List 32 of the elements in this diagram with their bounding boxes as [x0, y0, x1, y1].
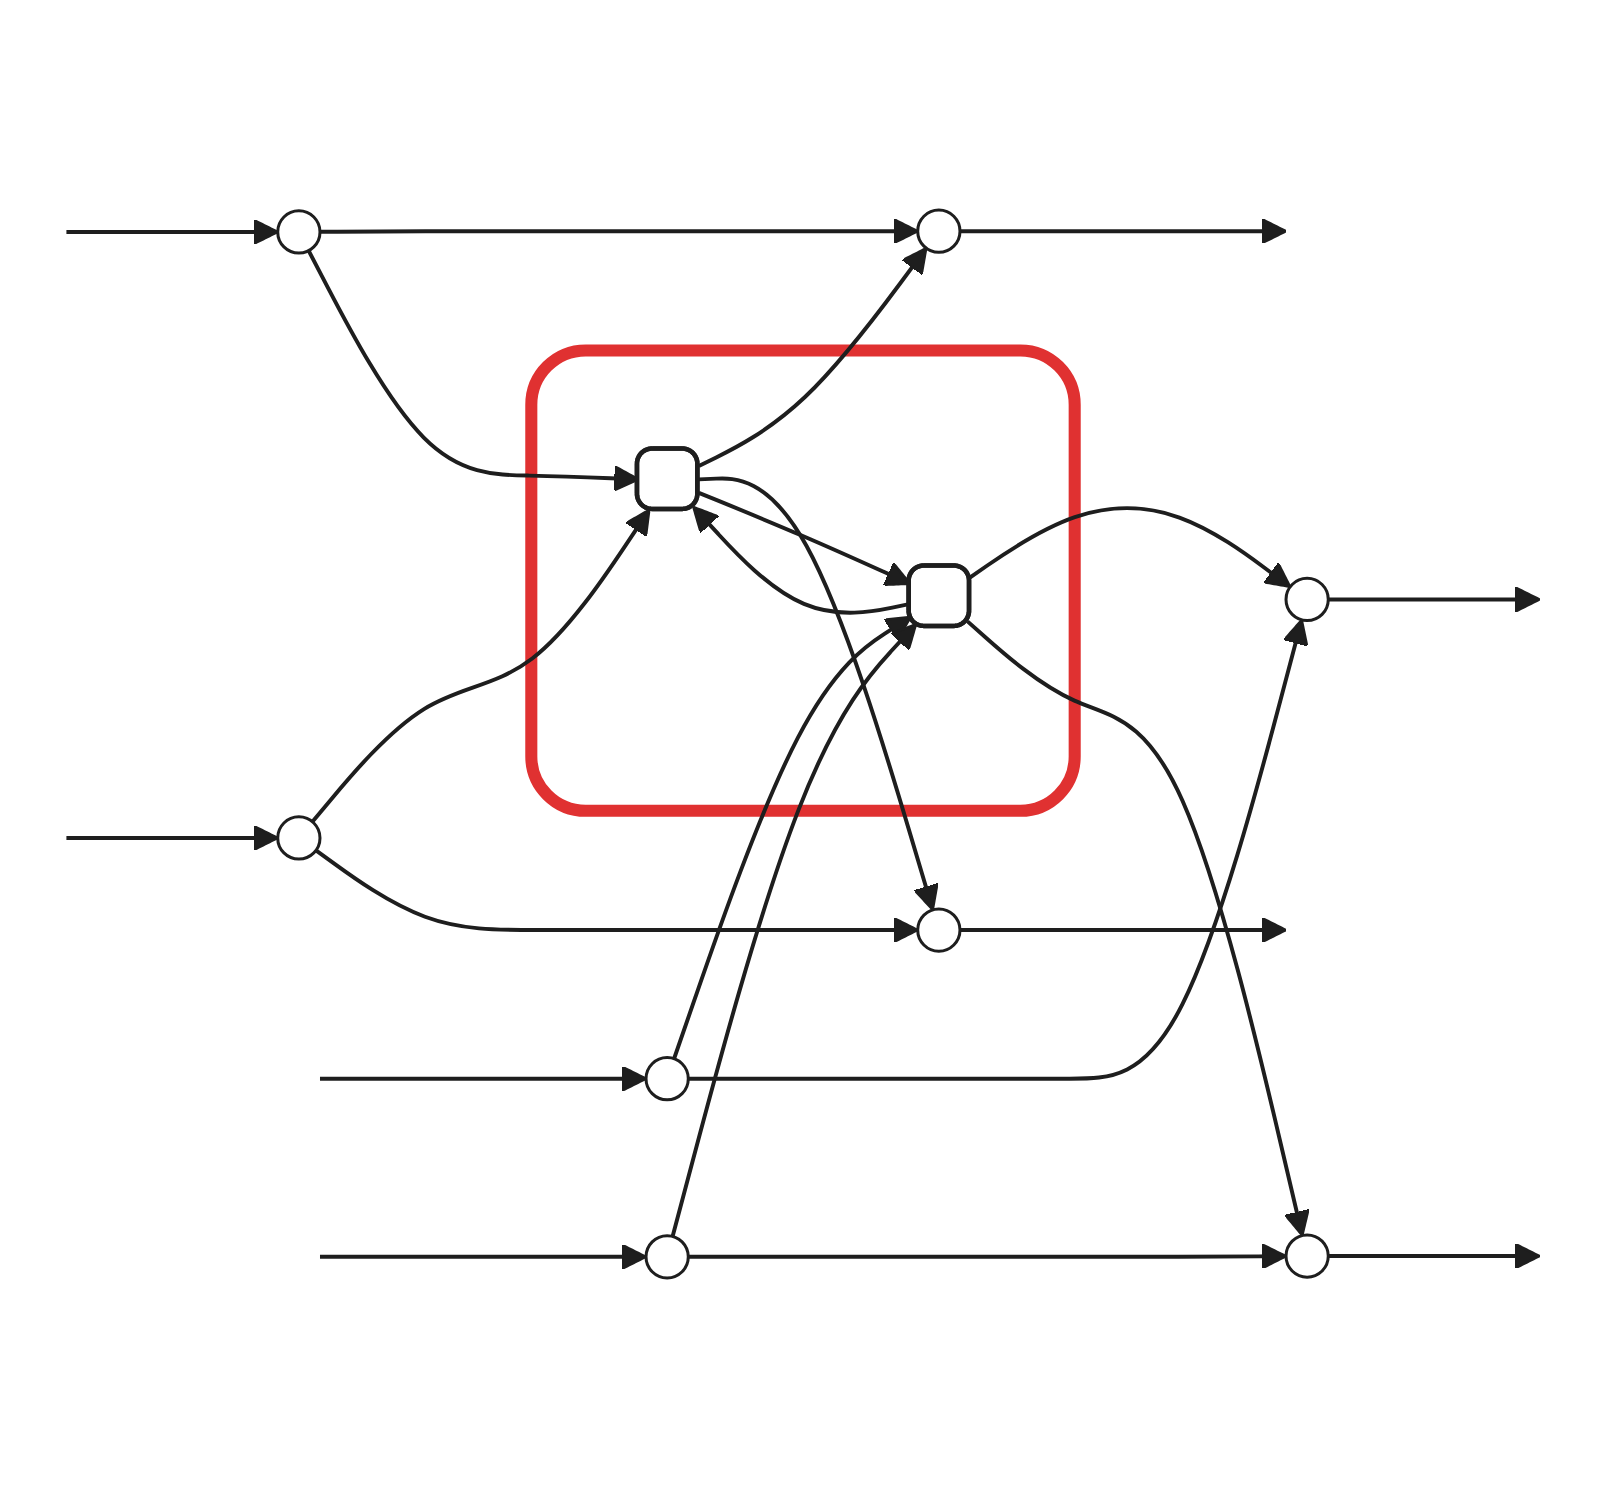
group-frame — [525, 344, 1081, 817]
arrow — [960, 217, 1288, 245]
arrow — [66, 218, 279, 246]
arrow — [960, 916, 1288, 944]
arrow — [314, 848, 919, 944]
arrow — [670, 623, 918, 1237]
arrow — [320, 1065, 648, 1092]
arrow — [66, 824, 279, 852]
junction-circle — [276, 815, 322, 861]
arrow — [698, 476, 939, 911]
arrow — [1328, 586, 1541, 613]
arrow — [698, 246, 928, 468]
junction-circle — [916, 208, 962, 254]
arrow — [320, 1243, 648, 1271]
junction-circle — [276, 209, 322, 255]
junction-circle — [916, 907, 962, 953]
arrow — [688, 618, 1309, 1081]
junction-circle — [1284, 1233, 1330, 1279]
arrow — [692, 505, 911, 615]
arrow — [319, 217, 919, 245]
junction-circle — [644, 1056, 690, 1102]
junction-circle — [644, 1234, 690, 1280]
arrow — [310, 508, 651, 823]
arrow — [968, 506, 1292, 589]
arrow — [688, 1243, 1288, 1270]
process-box — [634, 446, 700, 512]
junction-circle — [1284, 576, 1330, 623]
process-box — [906, 563, 972, 629]
arrow — [1328, 1242, 1541, 1270]
arrow — [672, 615, 913, 1060]
arrow — [698, 491, 912, 587]
arrow — [966, 619, 1310, 1237]
